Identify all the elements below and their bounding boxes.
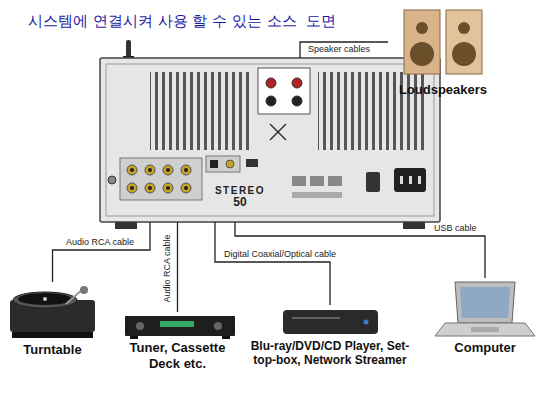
foot — [115, 222, 137, 229]
vent-slots — [150, 72, 250, 150]
digital-inputs — [206, 156, 258, 172]
bluray-player-illustration — [283, 310, 378, 334]
amplifier-node: STEREO50 — [100, 58, 440, 222]
cable-line — [53, 222, 151, 282]
cable-line — [177, 222, 178, 312]
foot — [403, 222, 425, 229]
cable-line — [300, 42, 388, 58]
cable-line — [215, 222, 330, 305]
loudspeaker-node: Loudspeakers — [388, 8, 498, 98]
device-label: Blu-ray/DVD/CD Player, Set-top-box, Netw… — [248, 339, 412, 368]
usb-port — [246, 159, 258, 167]
cable-label: USB cable — [432, 223, 479, 234]
amplifier-rear-panel — [100, 58, 440, 229]
loudspeaker-illustration — [404, 10, 482, 74]
rca-inputs — [108, 158, 202, 200]
tuner-node: Tuner, Cassette Deck etc. — [115, 312, 240, 371]
model-badge: 50 — [208, 196, 272, 210]
device-label: Turntable — [5, 342, 100, 358]
cable-label: Audio RCA cable — [64, 237, 136, 248]
tuner-illustration — [125, 316, 235, 339]
laptop-illustration — [435, 282, 535, 336]
device-label: Loudspeakers — [388, 82, 498, 98]
device-label: Computer — [425, 340, 545, 356]
turntable-node: Turntable — [5, 282, 100, 358]
device-label: Tuner, Cassette Deck etc. — [115, 340, 240, 371]
cable-label: Digital Coaxial/Optical cable — [222, 249, 338, 260]
computer-node: Computer — [425, 278, 545, 356]
player-node: Blu-ray/DVD/CD Player, Set-top-box, Netw… — [248, 305, 412, 368]
cable-label: Audio RCA cable — [162, 232, 173, 304]
model-badge: STEREO — [208, 185, 272, 197]
diagram-title: 시스템에 연결시켜 사용 할 수 있는 소스 도면 — [28, 12, 336, 31]
turntable-illustration — [10, 286, 95, 338]
logos-and-power — [292, 168, 426, 198]
speaker-terminals — [258, 68, 310, 140]
cable-label: Speaker cables — [306, 44, 372, 55]
